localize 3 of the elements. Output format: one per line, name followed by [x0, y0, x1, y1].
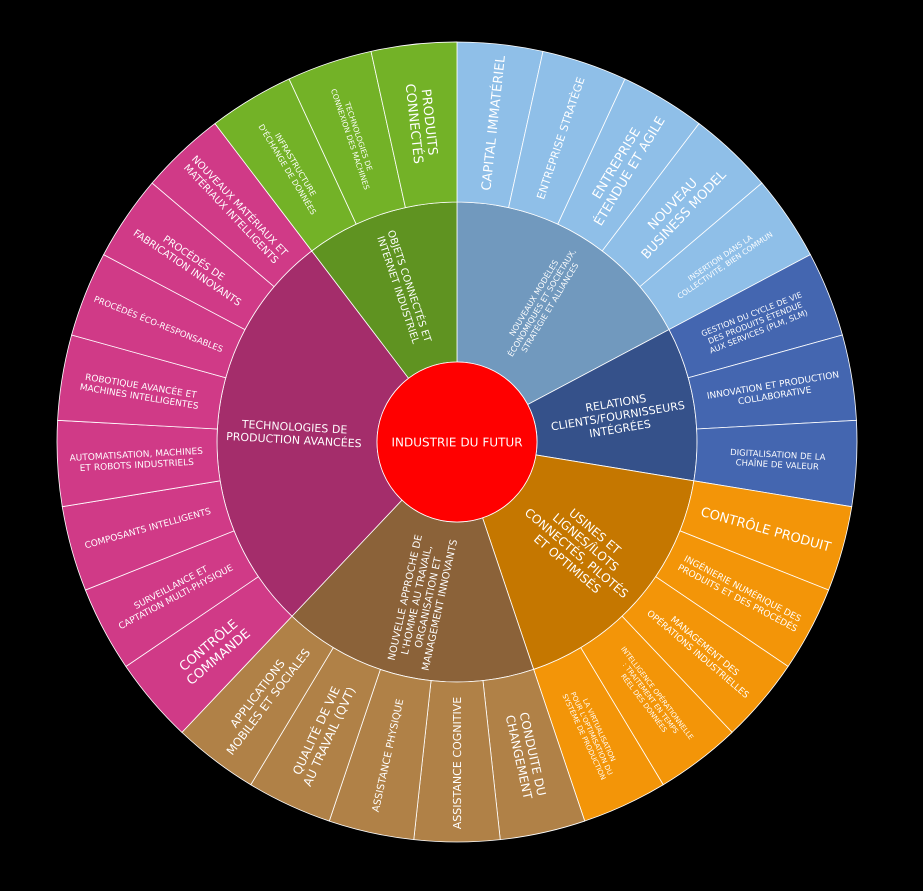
- ring-segment: AUTOMATISATION, MACHINES ET ROBOTS INDUSTRIELS: [56, 420, 221, 508]
- ring-segment: DIGITALISATION DE LA CHAÎNE DE VALEUR: [693, 420, 858, 508]
- ring-segment: ASSISTANCE COGNITIVE: [413, 680, 501, 842]
